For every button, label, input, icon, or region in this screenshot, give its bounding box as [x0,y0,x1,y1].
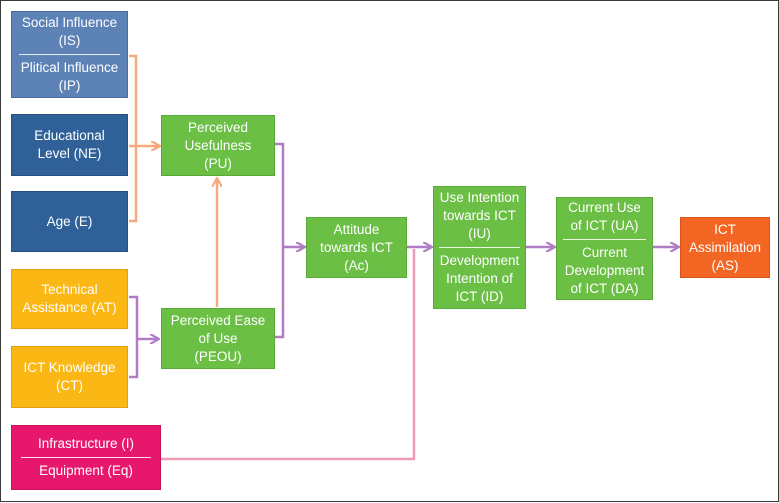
node-current-use: Current Use of ICT (UA) [557,199,652,235]
node-equipment: Equipment (Eq) [12,462,160,480]
node-age: Age (E) [11,191,128,252]
divider [18,54,121,55]
divider [439,247,520,248]
use-intention-label: Use Intention towards ICT (IU) [439,190,520,241]
node-use-development-intention: Use Intention towards ICT (IU) Developme… [433,186,526,309]
node-ict-assimilation: ICT Assimilation (AS) [680,217,770,278]
technical-assistance-label: Technical Assistance (AT) [22,282,117,315]
node-technical-assistance: Technical Assistance (AT) [11,269,128,329]
political-influence-label: Plitical Influence (IP) [20,60,119,93]
social-influence-label: Social Influence (IS) [21,15,118,48]
current-development-label: Current Development of ICT (DA) [564,245,645,296]
connector-pu-peou-bracket [275,142,285,339]
node-educational-level: Educational Level (NE) [11,114,128,176]
node-infrastructure-equipment: Infrastructure (I) Equipment (Eq) [11,425,161,490]
node-use-intention: Use Intention towards ICT (IU) [434,189,525,243]
node-ict-knowledge: ICT Knowledge (CT) [11,346,128,408]
infrastructure-label: Infrastructure (I) [37,436,135,451]
attitude-towards-ict-label: Attitude towards ICT (Ac) [320,221,393,273]
node-political-influence: Plitical Influence (IP) [12,59,127,95]
node-current-use-development: Current Use of ICT (UA) Current Developm… [556,197,653,300]
node-social-political-influence: Social Influence (IS) Plitical Influence… [11,11,128,98]
node-current-development: Current Development of ICT (DA) [557,244,652,298]
ict-knowledge-label: ICT Knowledge (CT) [23,360,116,393]
node-perceived-usefulness: Perceived Usefulness (PU) [161,115,275,176]
node-attitude-towards-ict: Attitude towards ICT (Ac) [306,217,407,278]
perceived-ease-of-use-label: Perceived Ease of Use (PEOU) [170,312,266,364]
educational-level-label: Educational Level (NE) [34,128,105,161]
age-label: Age (E) [46,213,93,229]
current-use-label: Current Use of ICT (UA) [568,200,641,233]
divider [20,457,152,458]
connector-blue-group-bracket [129,54,138,223]
development-intention-label: Development Intention of ICT (ID) [439,253,520,304]
connector-at-ct-bracket [129,295,139,379]
perceived-usefulness-label: Perceived Usefulness (PU) [184,119,252,171]
divider [562,239,647,240]
node-development-intention: Development Intention of ICT (ID) [434,252,525,306]
equipment-label: Equipment (Eq) [39,463,133,478]
node-social-influence: Social Influence (IS) [12,14,127,50]
node-perceived-ease-of-use: Perceived Ease of Use (PEOU) [161,308,275,369]
node-infrastructure: Infrastructure (I) [12,435,160,453]
connector-infrastructure-line [161,249,416,461]
ict-assimilation-label: ICT Assimilation (AS) [688,221,762,273]
